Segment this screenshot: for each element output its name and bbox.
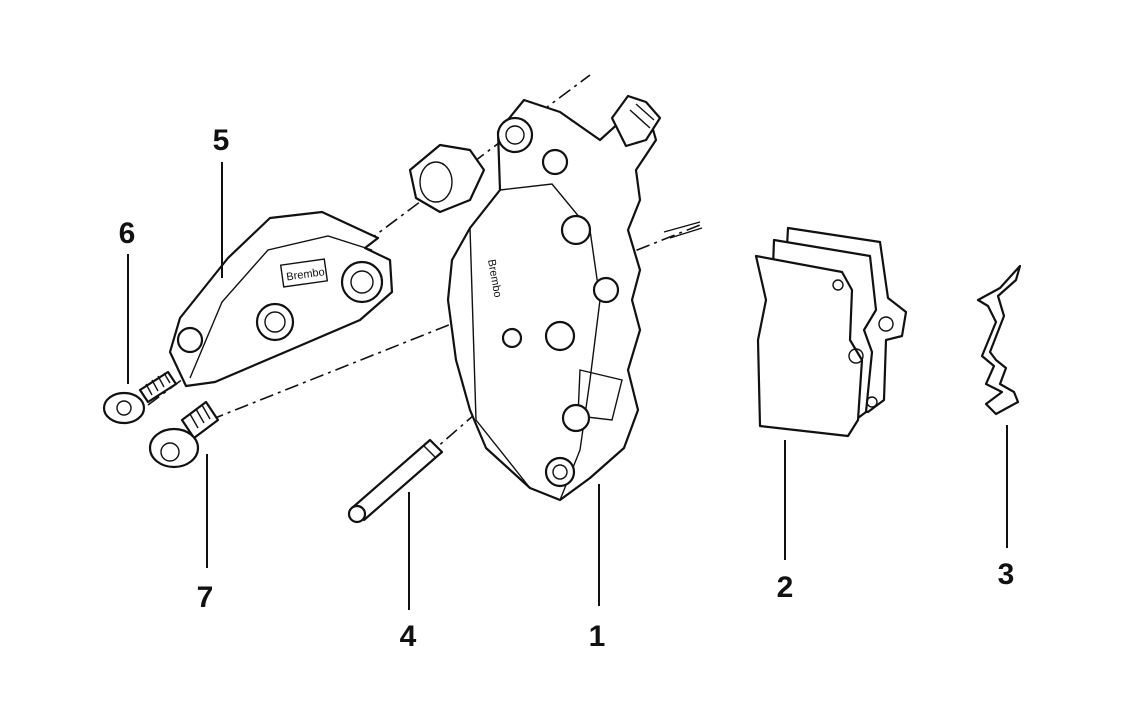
callout-3: 3 [998,558,1015,591]
leader-lines [127,162,1008,610]
callout-5: 5 [213,124,230,157]
bolt-part-7 [148,400,220,469]
bleed-valve [610,94,662,148]
pad-front [754,254,864,438]
bracket-logo-stamp: Brembo [286,266,326,283]
callout-6: 6 [119,217,136,250]
caliper-pin-hole [544,320,576,352]
pads-part-2 [754,226,908,438]
callout-labels: 5 6 7 4 1 2 3 [119,124,1015,653]
bracket-part-5: Brembo [168,210,394,388]
bracket-hole-upper [340,260,384,304]
bracket-hole-lower [176,326,204,354]
spring-part-3 [976,264,1022,416]
callout-7: 7 [197,581,214,614]
bracket-hole-middle [255,302,295,342]
pin-part-4 [347,438,444,524]
callout-4: 4 [400,620,417,653]
caliper-part-1: Brembo [408,94,703,502]
callout-1: 1 [589,620,606,653]
callout-2: 2 [777,571,794,604]
retaining-clip-small [663,221,703,239]
axis-pin [364,339,561,511]
bolt-part-6 [102,370,178,425]
bolt-7-socket [160,442,180,462]
bolt-6-socket [116,400,132,416]
